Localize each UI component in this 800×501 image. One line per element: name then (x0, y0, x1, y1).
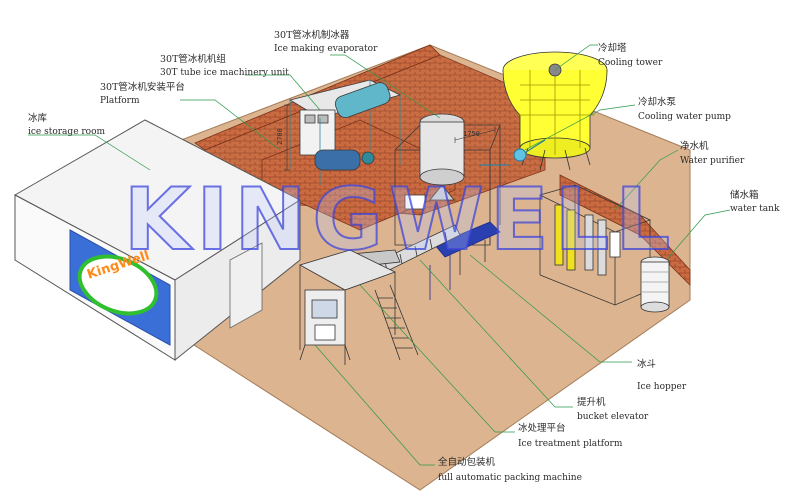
tank-label-zh: 储水箱 (730, 190, 759, 201)
cooling-water-pump (480, 139, 546, 166)
evaporator-label-en: Ice making evaporator (274, 44, 378, 54)
storage-door (229, 242, 263, 329)
packing-label-en: full automatic packing machine (438, 473, 582, 483)
ice-treatment-platform (298, 249, 419, 365)
tank-label-en: water tank (730, 204, 780, 214)
ice-hopper (434, 221, 501, 275)
pump-label-zh: 冷却水泵 (638, 97, 677, 108)
dimension-width: 1750 (463, 130, 480, 138)
pump-label-en: Cooling water pump (638, 112, 731, 122)
packing-label-zh: 全自动包装机 (438, 457, 496, 468)
platform-label-en: Platform (100, 96, 140, 106)
tower-label-en: Cooling tower (598, 58, 663, 68)
elevator-label-en: bucket elevator (577, 412, 649, 422)
treatment-label-zh: 冰处理平台 (518, 423, 566, 434)
ice-making-evaporator (394, 113, 501, 246)
storage-label-en: ice storage room (28, 127, 106, 137)
elevator-label-zh: 提升机 (577, 397, 606, 408)
unit-label-zh: 30T管冰机机组 (160, 54, 226, 65)
hopper-label-en: Ice hopper (637, 382, 687, 392)
dimension-marks (284, 104, 496, 171)
purifier-label-zh: 净水机 (680, 141, 709, 152)
unit-label-en: 30T tube ice machinery unit (160, 68, 289, 78)
automatic-packing-machine (299, 289, 351, 361)
water-purifier (538, 184, 652, 306)
leader-lines (28, 44, 731, 466)
tube-ice-machinery-unit (288, 79, 402, 185)
hopper-label-zh: 冰斗 (637, 359, 657, 370)
kingwell-watermark: KINGWELL (123, 170, 677, 270)
dimension-height: 2700 (276, 128, 284, 145)
purifier-label-en: Water purifier (680, 156, 745, 166)
storage-label-zh: 冰库 (28, 113, 48, 124)
evaporator-label-zh: 30T管冰机制冰器 (274, 30, 350, 41)
treatment-label-en: Ice treatment platform (518, 439, 623, 449)
storage-sign-ring (77, 254, 159, 316)
water-tank (640, 256, 670, 313)
platform-label-zh: 30T管冰机安装平台 (100, 82, 185, 93)
tower-label-zh: 冷却塔 (598, 43, 627, 54)
